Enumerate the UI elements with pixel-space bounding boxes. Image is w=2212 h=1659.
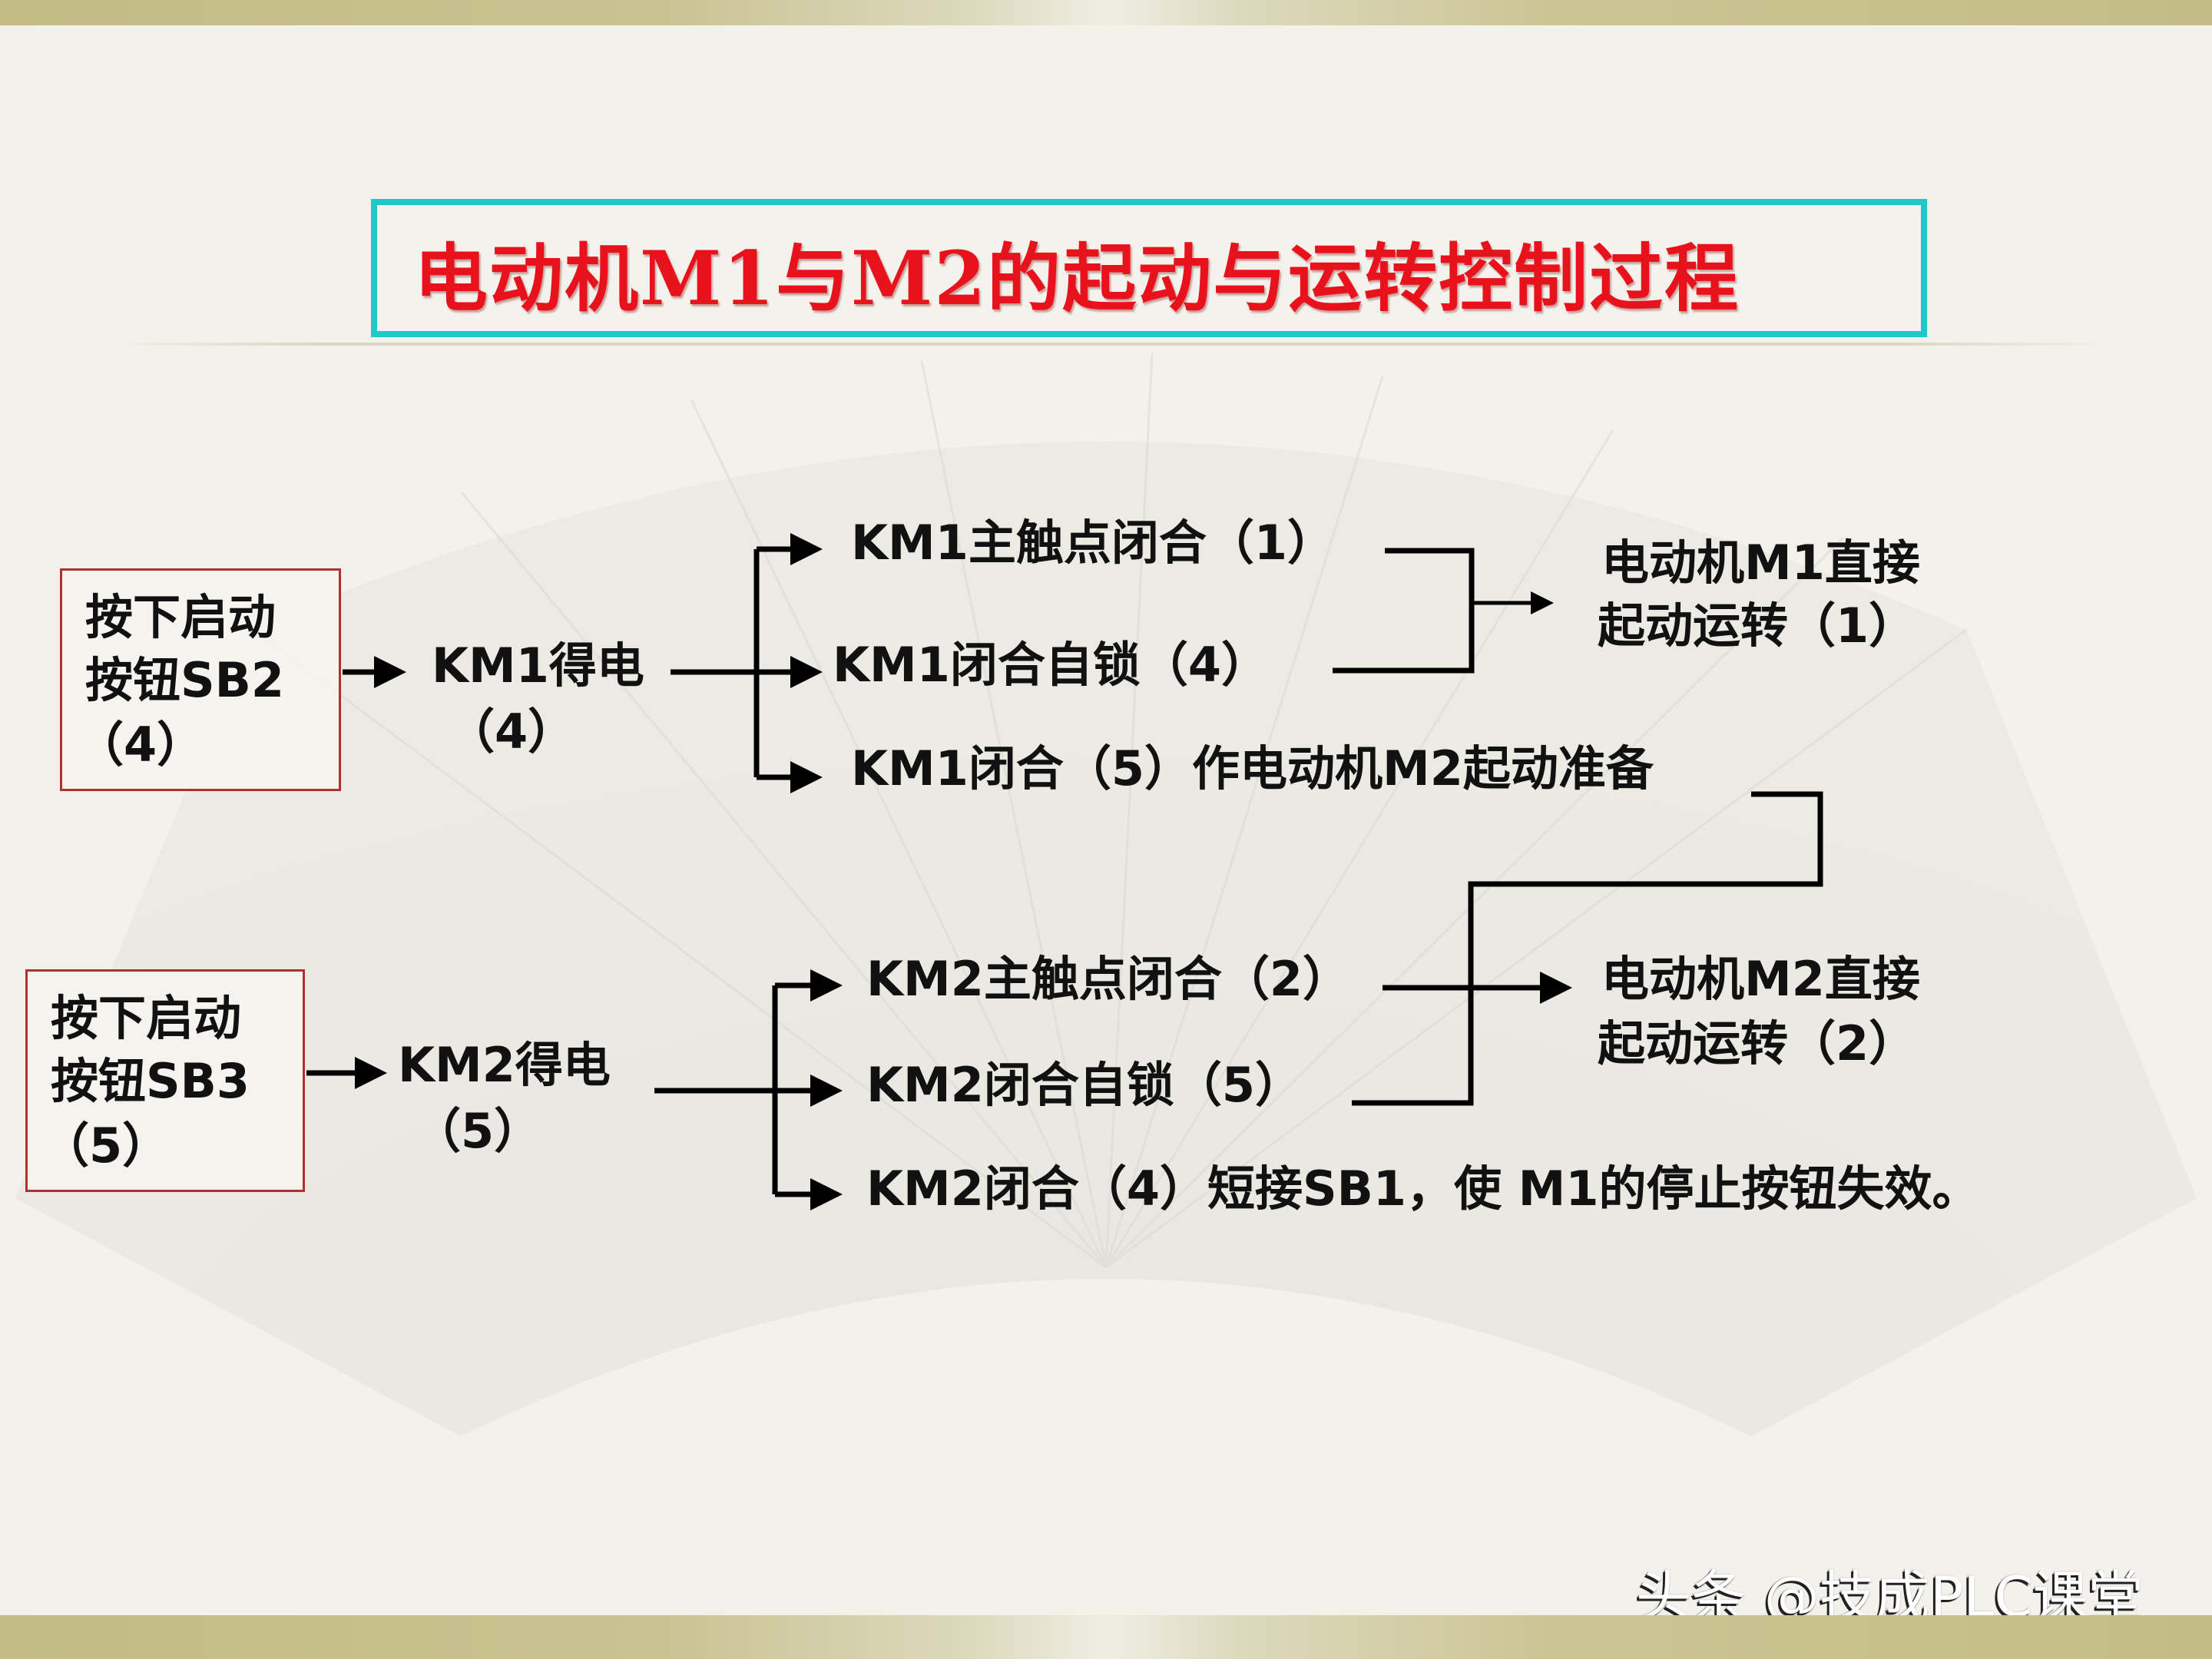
km1-main-contact-closed: KM1主触点闭合（1） [851, 515, 1336, 571]
sb2-line2: 按钮SB2 [85, 652, 285, 708]
start-button-sb3-box: 按下启动 按钮SB3 （5） [25, 969, 305, 1192]
km2-main-contact-closed: KM2主触点闭合（2） [866, 951, 1351, 1007]
bottom-decorative-band [0, 1615, 2212, 1659]
title-separator [115, 343, 2104, 346]
sb3-line2: 按钮SB3 [51, 1053, 250, 1109]
sb2-line1: 按下启动 [85, 589, 276, 645]
m1-result-line1: 电动机M1直接 [1601, 535, 1920, 591]
m2-result-line1: 电动机M2直接 [1601, 951, 1920, 1007]
m2-result-line2: 起动运转（2） [1598, 1015, 1917, 1071]
title-box: 电动机M1与M2的起动与运转控制过程 [371, 199, 1927, 337]
km1-m2-prepare: KM1闭合（5）作电动机M2起动准备 [851, 740, 1654, 796]
top-decorative-band [0, 0, 2212, 25]
km2-energized-ref: （5） [413, 1103, 542, 1159]
slide-title: 电动机M1与M2的起动与运转控制过程 [414, 235, 1740, 322]
km1-energized-ref: （4） [447, 704, 576, 760]
km1-energized-label: KM1得电 [432, 637, 644, 694]
km2-self-lock: KM2闭合自锁（5） [866, 1057, 1303, 1113]
km1-self-lock: KM1闭合自锁（4） [833, 637, 1270, 693]
m1-result-line2: 起动运转（1） [1598, 598, 1917, 654]
sb2-line3: （4） [76, 717, 205, 773]
sb3-line1: 按下启动 [51, 990, 242, 1046]
sb3-line3: （5） [41, 1118, 171, 1174]
km2-short-sb1: KM2闭合（4）短接SB1，使 M1的停止按钮失效。 [866, 1161, 1980, 1217]
start-button-sb2-box: 按下启动 按钮SB2 （4） [60, 568, 341, 791]
km2-energized-label: KM2得电 [398, 1037, 611, 1093]
